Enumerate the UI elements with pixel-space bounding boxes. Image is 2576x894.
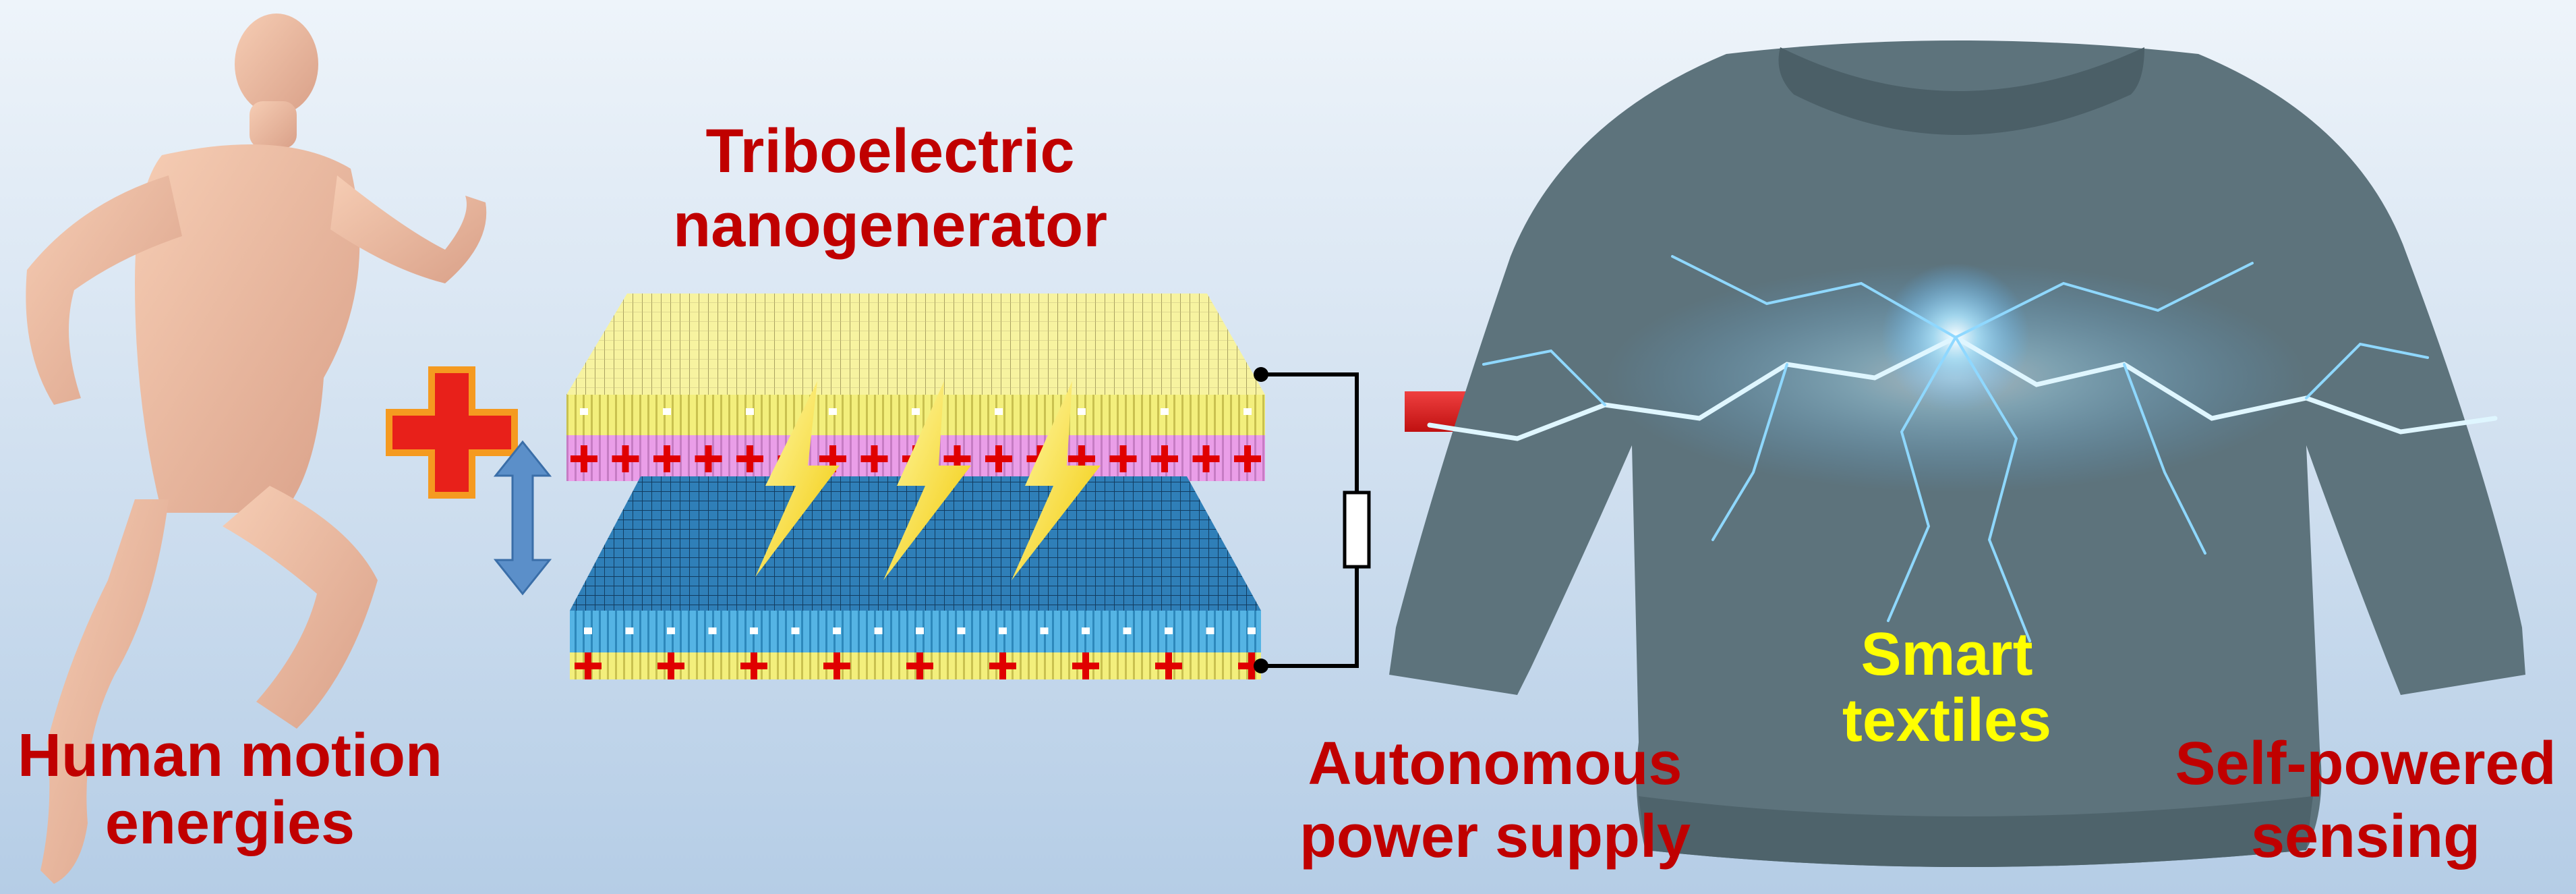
- positive-charge-icon: [860, 445, 888, 472]
- label-power-line-2: power supply: [1299, 803, 1691, 870]
- positive-charge-icon: [906, 652, 933, 679]
- spark-bolt-icons: [755, 381, 1101, 580]
- positive-charge-icon: [1072, 652, 1099, 679]
- spark-bolt-icon: [755, 381, 840, 577]
- negative-charge-icon: [750, 627, 758, 634]
- positive-charge-icon: [823, 652, 850, 679]
- negative-charge-icon: [667, 627, 675, 634]
- negative-charge-icon: [829, 408, 837, 415]
- running-human-figure: [26, 13, 487, 884]
- negative-charge-icon: [746, 408, 754, 415]
- label-sensing-line-2: sensing: [2251, 803, 2480, 870]
- positive-charge-icon: [736, 445, 763, 472]
- spark-bolt-icon: [1012, 381, 1101, 580]
- positive-charge-icon: [653, 445, 680, 472]
- top-triboelectric-layer: [566, 294, 1265, 481]
- positive-charge-icon: [657, 652, 684, 679]
- positive-charge-icon: [1234, 445, 1261, 472]
- label-human-line-1: Human motion: [18, 722, 442, 789]
- negative-charge-icon: [957, 627, 966, 634]
- external-circuit: [1254, 367, 1371, 673]
- title-line-2: nanogenerator: [673, 191, 1107, 260]
- positive-charge-icon: [985, 445, 1012, 472]
- negative-charge-icon: [1040, 627, 1049, 634]
- resistor-icon: [1343, 491, 1371, 569]
- positive-charge-icon: [740, 652, 767, 679]
- positive-charge-icon: [819, 445, 846, 472]
- negative-charge-icon: [833, 627, 841, 634]
- positive-charge-icon: [1192, 445, 1220, 472]
- double-arrow-icon: [493, 440, 552, 596]
- label-textiles-line-1: Smart: [1861, 621, 2032, 688]
- label-power-line-1: Autonomous: [1308, 730, 1682, 798]
- positive-charge-icon: [612, 445, 639, 472]
- negative-charge-icon: [663, 408, 671, 415]
- negative-charge-icon: [999, 627, 1007, 634]
- spark-bolt-icon: [883, 381, 971, 580]
- positive-charge-icon: [1068, 445, 1095, 472]
- positive-charge-icon: [575, 652, 602, 679]
- negative-charge-icon: [874, 627, 883, 634]
- negative-charge-icon: [1243, 408, 1252, 415]
- negative-charge-icon: [1082, 627, 1090, 634]
- positive-charge-icon: [989, 652, 1016, 679]
- negative-charge-icon: [580, 408, 588, 415]
- positive-charge-icon: [695, 445, 722, 472]
- positive-charge-icon: [1238, 652, 1265, 679]
- negative-charge-icon: [584, 627, 592, 634]
- positive-charge-icon: [943, 445, 971, 472]
- title-line-1: Triboelectric: [705, 117, 1074, 186]
- negative-charge-icon: [708, 627, 717, 634]
- negative-charge-icon: [625, 627, 634, 634]
- negative-charge-icon: [916, 627, 924, 634]
- negative-charge-icon: [1165, 627, 1173, 634]
- label-textiles-line-2: textiles: [1842, 687, 2051, 754]
- negative-charge-icon: [1248, 627, 1256, 634]
- positive-charge-icon: [1155, 652, 1182, 679]
- positive-charge-icon: [570, 445, 597, 472]
- electric-discharge: [1427, 255, 2498, 642]
- negative-charge-icon: [1161, 408, 1169, 415]
- negative-charge-icon: [791, 627, 800, 634]
- label-human-line-2: energies: [105, 789, 355, 857]
- positive-charge-icon: [1109, 445, 1137, 472]
- negative-charge-icon: [1123, 627, 1132, 634]
- negative-charge-icon: [995, 408, 1003, 415]
- positive-charge-icon: [1151, 445, 1178, 472]
- negative-charge-icon: [1078, 408, 1086, 415]
- plus-icon: [386, 366, 518, 499]
- negative-charge-icon: [1206, 627, 1214, 634]
- negative-charge-icon: [912, 408, 920, 415]
- bottom-triboelectric-layer: [570, 476, 1265, 679]
- label-sensing-line-1: Self-powered: [2175, 730, 2556, 798]
